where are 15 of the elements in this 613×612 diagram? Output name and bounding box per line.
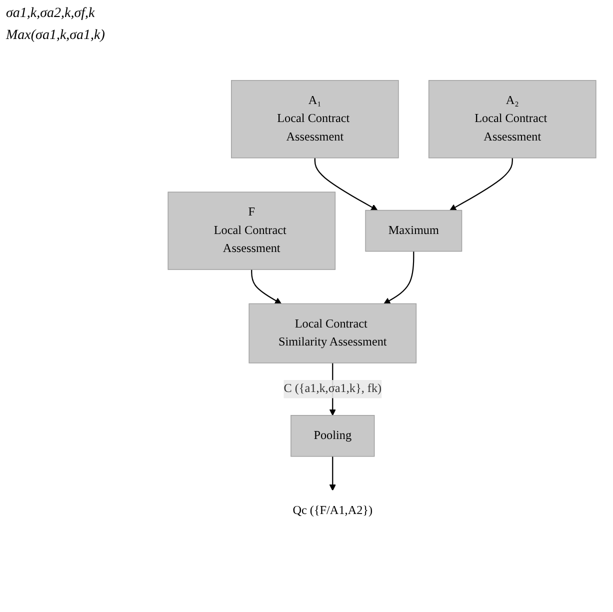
edge-label: C ({a1,k,σa1,k}, fk) [283,382,382,396]
node-text: Qc ({F/A1,A2}) [292,504,372,518]
arrow [250,270,282,304]
arrow [383,251,414,304]
formula-label: σa1,k,σa2,k,σf,k [6,6,96,22]
arrow [449,158,512,211]
formula-label: Max(σa1,k,σa1,k) [6,28,106,44]
node-box: Local Contract Similarity Assessment [248,303,416,364]
arrow [328,456,336,491]
node-box: F Local Contract Assessment [167,192,336,270]
node-box: A₂ Local Contract Assessment [428,80,596,158]
node-box: Pooling [290,414,374,457]
arrow [314,158,378,211]
node-box: A₁ Local Contract Assessment [230,80,398,158]
node-box: Maximum [364,210,462,252]
